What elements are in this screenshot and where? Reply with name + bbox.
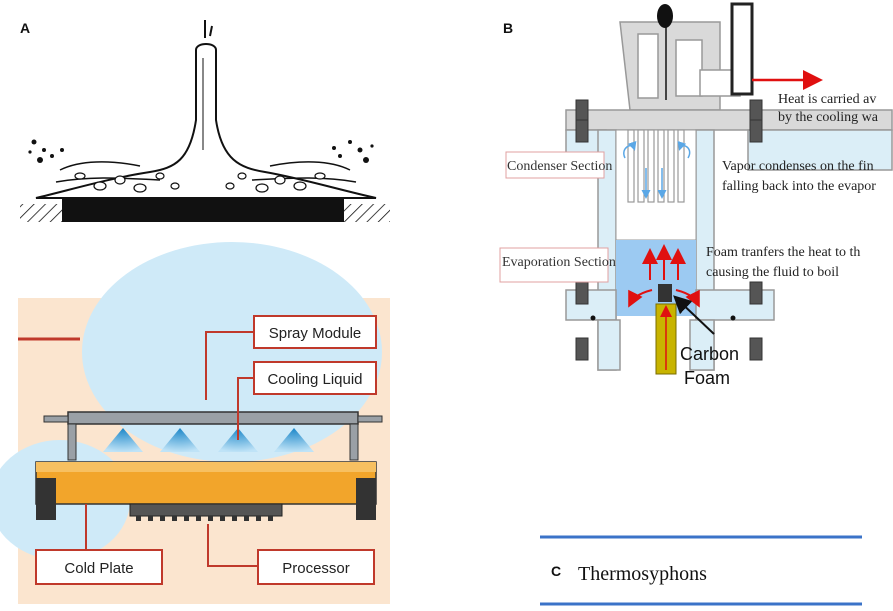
cold-plate-label: Cold Plate [64,560,133,577]
foam-note-line2: causing the fluid to boil [706,265,839,280]
spray-module-label: Spray Module [269,325,362,342]
thermocouple-bulb [657,4,673,28]
carbon-foam-label-line2: Foam [684,368,730,388]
callout-box-spray [253,315,377,349]
evaporation-label: Evaporation Section [502,255,616,270]
heated-surface [62,198,344,222]
cooling-pipe [730,2,754,96]
panel-c-title: Thermosyphons [578,563,707,585]
condenser-label: Condenser Section [507,159,612,174]
panel-b-label: B [503,20,514,36]
callout-box-liquid [253,361,377,395]
callout-box-processor [257,549,375,585]
heat-note-line1: Heat is carried av [778,92,876,107]
callout-box-cold [35,549,163,585]
processor-label: Processor [282,560,350,577]
vapor-note-line1: Vapor condenses on the fin [722,159,874,174]
vapor-note-line2: falling back into the evapor [722,179,876,194]
processor-shape [129,503,283,517]
panel-c: C Thermosyphons [540,535,862,606]
vapor-chamber-diagram: Condenser Section Evaporation Section He… [499,2,893,388]
panel-a-label: A [20,20,31,36]
droplet-splash-sketch [20,20,390,222]
spray-cooling-diagram: Spray Module Cooling Liquid Cold Plate P… [0,242,390,604]
evaporation-box [499,247,609,283]
cooling-liquid-label: Cooling Liquid [267,371,362,388]
foam-note-line1: Foam tranfers the heat to th [706,245,860,260]
panel-c-label: C [551,563,561,579]
condenser-box [505,151,605,179]
carbon-foam-block [658,284,672,302]
mist-cloud [82,242,382,462]
heat-note-line2: by the cooling wa [778,110,879,125]
carbon-foam-label-line1: Carbon [680,344,739,364]
